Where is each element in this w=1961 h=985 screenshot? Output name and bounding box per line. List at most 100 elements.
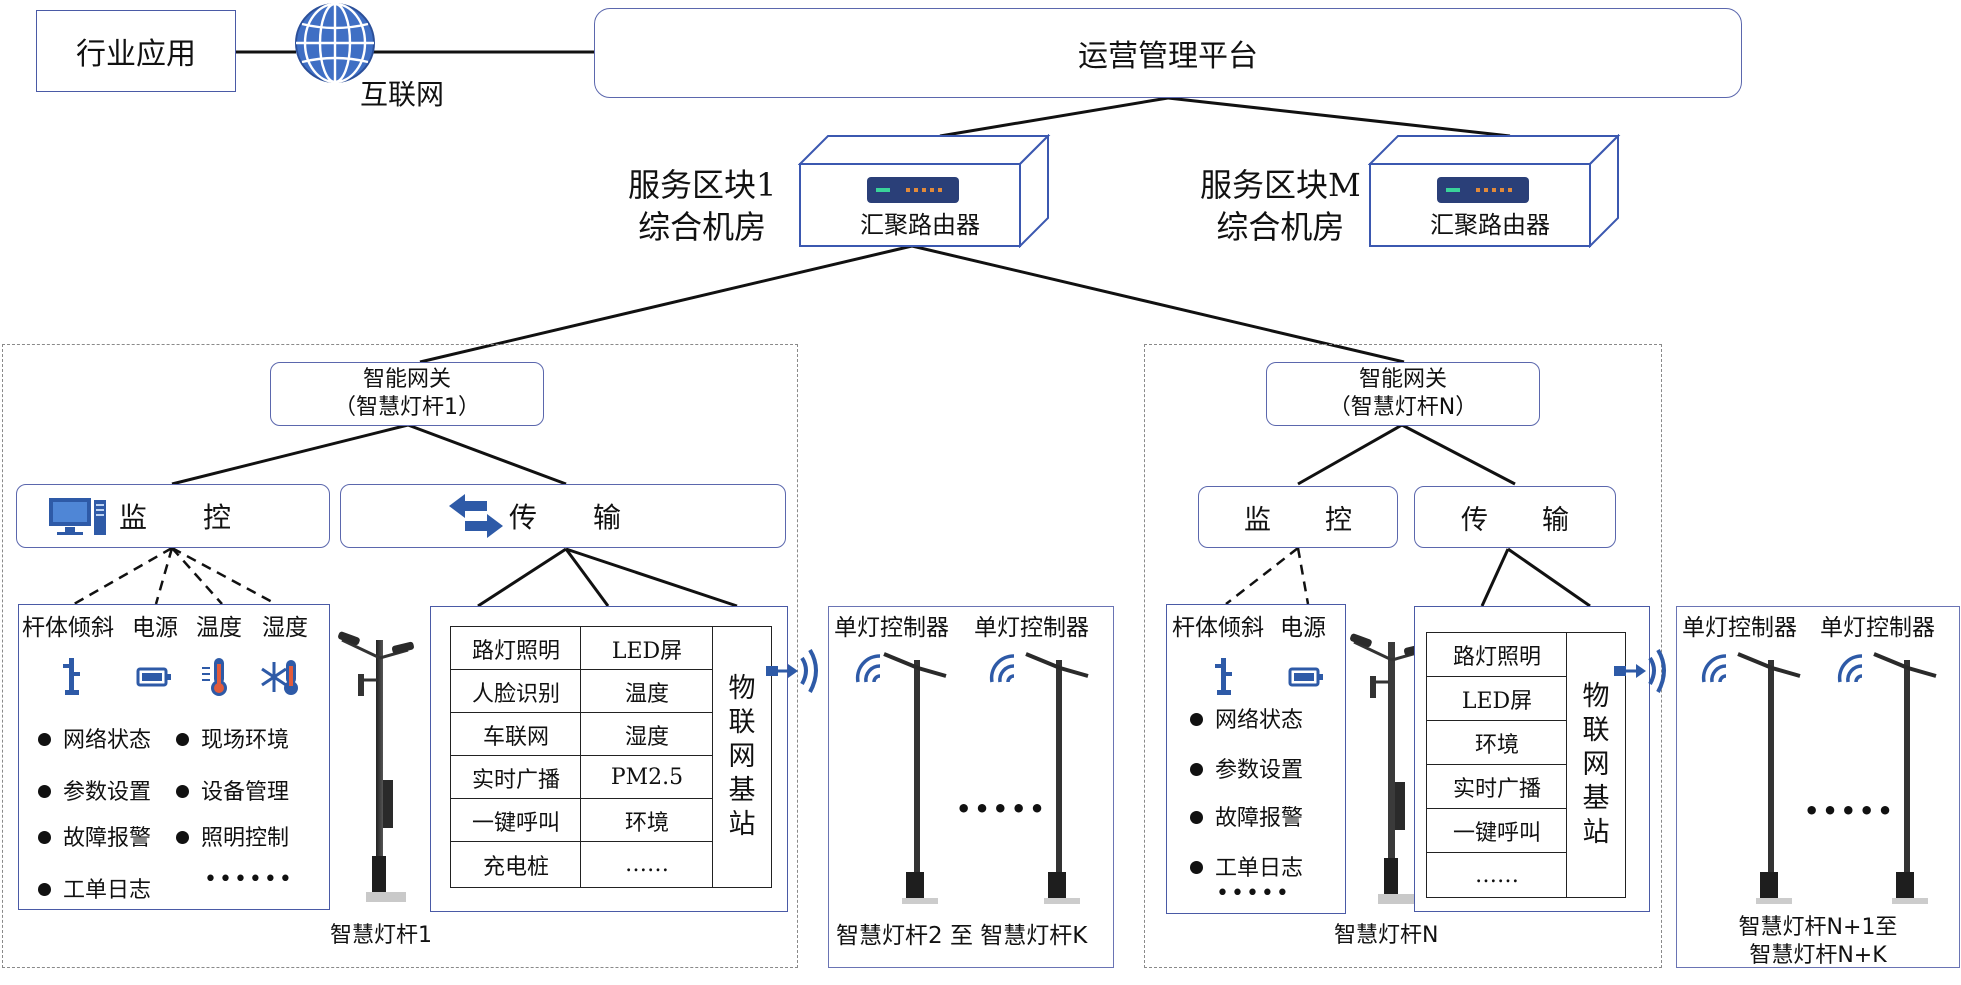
table-n-base-station-cell: 物联网基站 bbox=[1566, 632, 1626, 898]
transfer-arrows-icon bbox=[449, 494, 503, 538]
gateway-n-line1: 智能网关 bbox=[1358, 367, 1447, 392]
battery-icon-n bbox=[1288, 667, 1323, 687]
service-block-1-line2: 综合机房 bbox=[638, 208, 767, 246]
feature-n-parameter-settings: 参数设置 bbox=[1190, 752, 1303, 784]
monitor-1-label: 监 控 bbox=[119, 501, 232, 534]
single-lamp-controller-1a: 单灯控制器 bbox=[834, 615, 949, 641]
signal-broadcast-icon-n bbox=[1614, 648, 1666, 693]
table-1-r5-c0: 充电桩 bbox=[450, 841, 582, 888]
transmit-1-label: 传 输 bbox=[509, 501, 622, 534]
thermometer-icon bbox=[202, 658, 227, 696]
service-block-1-line1: 服务区块1 bbox=[628, 166, 777, 204]
feature-parameter-settings: 参数设置 bbox=[38, 774, 151, 806]
monitor-n-label: 监 控 bbox=[1244, 504, 1352, 536]
smart-pole-1-image bbox=[338, 631, 414, 902]
router-cabinet-m bbox=[1368, 134, 1621, 248]
table-1-r2-c0: 车联网 bbox=[450, 712, 582, 757]
table-1-r1-c1: 温度 bbox=[580, 669, 714, 714]
single-lamp-controller-na: 单灯控制器 bbox=[1682, 615, 1797, 641]
gateway-1-line1: 智能网关 bbox=[362, 367, 451, 392]
computer-monitor-icon bbox=[49, 498, 106, 535]
feature-n-work-order-log: 工单日志 bbox=[1190, 850, 1303, 882]
operation-platform-box: 运营管理平台 bbox=[594, 8, 1742, 98]
table-n-r3: 实时广播 bbox=[1426, 764, 1568, 810]
wifi-signal-icon-na bbox=[1701, 654, 1727, 683]
table-n-r2: 环境 bbox=[1426, 720, 1568, 766]
base-station-1-label: 物联网基站 bbox=[728, 673, 756, 840]
monitor-n-box: 监 控 bbox=[1198, 486, 1398, 548]
wifi-signal-icon-nb bbox=[1837, 654, 1863, 683]
feature-network-status: 网络状态 bbox=[38, 722, 151, 754]
side-n-dots: ••••• bbox=[1804, 797, 1896, 825]
router-m-label: 汇聚路由器 bbox=[1430, 211, 1550, 239]
service-block-m-line1: 服务区块M bbox=[1200, 166, 1361, 204]
side-n-label-line1: 智慧灯杆N+1至 bbox=[1738, 915, 1898, 940]
service-block-m-line2: 综合机房 bbox=[1216, 208, 1345, 246]
features-n-ellipsis: ••••• bbox=[1216, 881, 1291, 906]
feature-device-management: 设备管理 bbox=[176, 774, 289, 806]
service-block-1-label: 服务区块1 综合机房 bbox=[628, 164, 776, 248]
table-1-r4-c1: 环境 bbox=[580, 798, 714, 843]
wifi-signal-icon-1a bbox=[855, 654, 881, 683]
table-1-r2-c1: 湿度 bbox=[580, 712, 714, 757]
features-ellipsis: •••••• bbox=[204, 867, 294, 892]
table-1-r5-c1: …… bbox=[580, 841, 714, 888]
smart-pole-n-label: 智慧灯杆N bbox=[1334, 923, 1439, 948]
table-n-r0: 路灯照明 bbox=[1426, 632, 1568, 678]
wifi-signal-icon-1b bbox=[989, 654, 1015, 683]
feature-work-order-log: 工单日志 bbox=[38, 872, 151, 904]
table-n-r1: LED屏 bbox=[1426, 676, 1568, 722]
street-lamp-image-nb bbox=[1873, 652, 1937, 904]
table-1-r0-c0: 路灯照明 bbox=[450, 626, 582, 671]
router-device-icon-m bbox=[1437, 177, 1529, 203]
industry-application-label: 行业应用 bbox=[76, 37, 196, 72]
gateway-1-line2: （智慧灯杆1） bbox=[334, 395, 480, 420]
side-1-dots: ••••• bbox=[956, 795, 1048, 823]
router-1-label: 汇聚路由器 bbox=[860, 211, 980, 239]
table-1-r3-c1: PM2.5 bbox=[580, 755, 714, 800]
feature-fault-alarm: 故障报警 bbox=[38, 820, 151, 852]
single-lamp-controller-nb: 单灯控制器 bbox=[1820, 615, 1935, 641]
signal-broadcast-icon-1 bbox=[766, 648, 818, 693]
smart-pole-1-label: 智慧灯杆1 bbox=[330, 923, 432, 948]
zone-pole-1 bbox=[2, 344, 798, 968]
humidity-snowflake-icon bbox=[261, 660, 298, 695]
monitor-1-box: 监 控 bbox=[16, 484, 330, 548]
table-1-r1-c0: 人脸识别 bbox=[450, 669, 582, 714]
gateway-n-line2: （智慧灯杆N） bbox=[1328, 395, 1478, 420]
base-station-n-label: 物联网基站 bbox=[1582, 681, 1610, 848]
table-1-r0-c1: LED屏 bbox=[580, 626, 714, 671]
pole-tilt-icon-n bbox=[1215, 658, 1232, 695]
sensor-n-tilt-label: 杆体倾斜 bbox=[1172, 615, 1264, 641]
industry-application-box: 行业应用 bbox=[36, 10, 236, 92]
transmit-1-box: 传 输 bbox=[340, 484, 786, 548]
monitor-1-details bbox=[18, 604, 330, 910]
service-block-m-label: 服务区块M 综合机房 bbox=[1200, 164, 1361, 248]
feature-n-fault-alarm: 故障报警 bbox=[1190, 800, 1303, 832]
table-n-r5: …… bbox=[1426, 852, 1568, 898]
table-1-r3-c0: 实时广播 bbox=[450, 755, 582, 800]
table-n-r4: 一键呼叫 bbox=[1426, 808, 1568, 854]
side-1-label: 智慧灯杆2 至 智慧灯杆K bbox=[836, 923, 1088, 949]
sensor-humidity-label: 湿度 bbox=[262, 615, 308, 641]
side-n-label-line2: 智慧灯杆N+K bbox=[1749, 943, 1887, 968]
globe-icon bbox=[295, 2, 375, 84]
sensor-temperature-label: 温度 bbox=[196, 615, 242, 641]
gateway-n-box: 智能网关 （智慧灯杆N） bbox=[1266, 362, 1540, 426]
street-lamp-image-1a bbox=[883, 652, 947, 904]
transmit-n-box: 传 输 bbox=[1414, 486, 1616, 548]
battery-icon bbox=[136, 667, 171, 687]
table-1-r4-c0: 一键呼叫 bbox=[450, 798, 582, 843]
sensor-n-power-label: 电源 bbox=[1280, 615, 1326, 641]
pole-tilt-icon bbox=[63, 658, 80, 695]
gateway-1-box: 智能网关 （智慧灯杆1） bbox=[270, 362, 544, 426]
feature-site-environment: 现场环境 bbox=[176, 722, 289, 754]
street-lamp-image-na bbox=[1737, 652, 1801, 904]
sensor-tilt-label: 杆体倾斜 bbox=[22, 615, 114, 641]
table-1-base-station-cell: 物联网基站 bbox=[712, 626, 772, 888]
feature-n-network-status: 网络状态 bbox=[1190, 702, 1303, 734]
transmit-n-label: 传 输 bbox=[1461, 504, 1569, 536]
feature-lighting-control: 照明控制 bbox=[176, 820, 289, 852]
operation-platform-label: 运营管理平台 bbox=[1078, 39, 1258, 74]
street-lamp-image-1b bbox=[1025, 652, 1089, 904]
